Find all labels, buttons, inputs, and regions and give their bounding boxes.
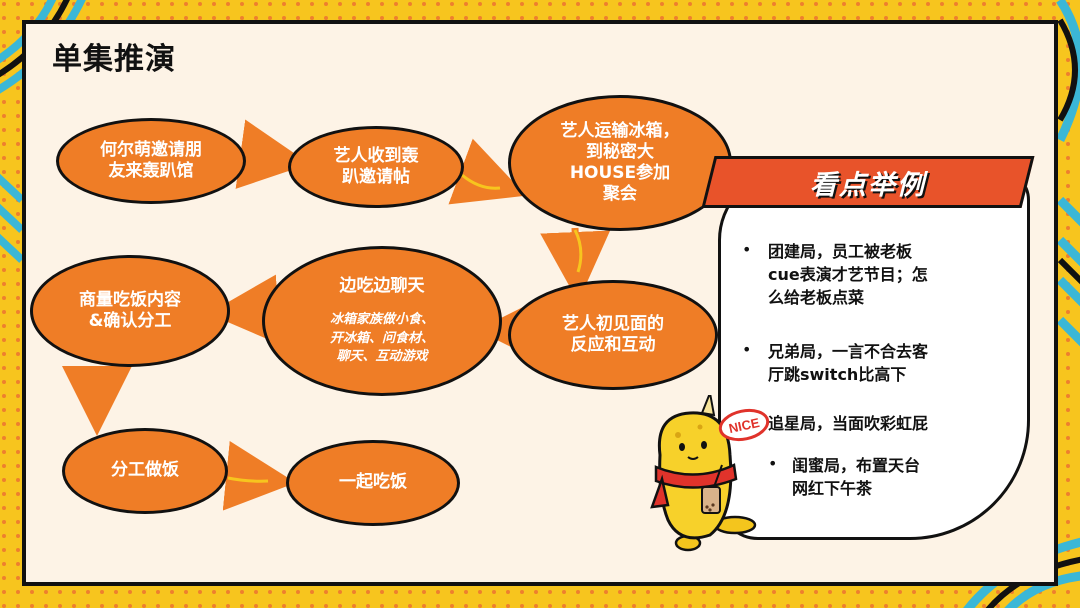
flow-node-8: 一起吃饭 (286, 440, 460, 526)
flow-node-5: 边吃边聊天 冰箱家族做小食、 开冰箱、问食材、 聊天、互动游戏 (262, 246, 502, 396)
flow-node-3-label: 艺人运输冰箱， 到秘密大 HOUSE参加 聚会 (560, 120, 680, 205)
flow-node-1-label: 何尔萌邀请朋 友来轰趴馆 (100, 139, 202, 181)
bullet-1: • (742, 240, 752, 259)
arrow-n2-n3 (448, 138, 527, 205)
flow-node-3: 艺人运输冰箱， 到秘密大 HOUSE参加 聚会 (508, 95, 732, 231)
highlights-banner-text: 看点举例 (810, 169, 926, 201)
flow-node-6: 商量吃饭内容 &确认分工 (30, 255, 230, 367)
flow-node-4-label: 艺人初见面的 反应和互动 (562, 313, 664, 355)
bullet-2: • (742, 340, 752, 359)
arrow-n3-n4 (540, 227, 611, 302)
highlight-item-2: 兄弟局，一言不合去客 厅跳switch比高下 (768, 342, 929, 385)
mascot-sign-text: NICE (727, 415, 761, 436)
highlight-item-3: 追星局，当面吹彩虹屁 (768, 414, 929, 433)
bullet-4: • (768, 454, 778, 473)
flow-node-2: 艺人收到轰 趴邀请帖 (288, 126, 464, 208)
arrow-n7-n8 (222, 440, 296, 511)
flow-node-5-note: 冰箱家族做小食、 开冰箱、问食材、 聊天、互动游戏 (329, 312, 434, 364)
highlights-panel (718, 170, 1030, 540)
flow-node-5-label: 边吃边聊天 (339, 276, 425, 297)
flow-node-1: 何尔萌邀请朋 友来轰趴馆 (56, 118, 246, 204)
flow-node-2-label: 艺人收到轰 趴邀请帖 (333, 145, 419, 187)
page-title: 单集推演 (52, 42, 176, 77)
flow-node-4: 艺人初见面的 反应和互动 (508, 280, 718, 390)
highlight-item-4: 闺蜜局，布置天台 网红下午茶 (792, 456, 921, 499)
highlights-banner: 看点举例 (701, 156, 1035, 208)
highlight-item-1: 团建局，员工被老板 cue表演才艺节目；怎 么给老板点菜 (768, 242, 928, 308)
flow-node-7-label: 分工做饭 (111, 460, 179, 481)
potato-mascot-icon: NICE (650, 395, 770, 552)
arrow-n1-n2 (235, 119, 310, 189)
flow-node-6-label: 商量吃饭内容 &确认分工 (79, 289, 181, 331)
flow-node-7: 分工做饭 (62, 428, 228, 514)
flow-node-8-label: 一起吃饭 (339, 472, 407, 493)
